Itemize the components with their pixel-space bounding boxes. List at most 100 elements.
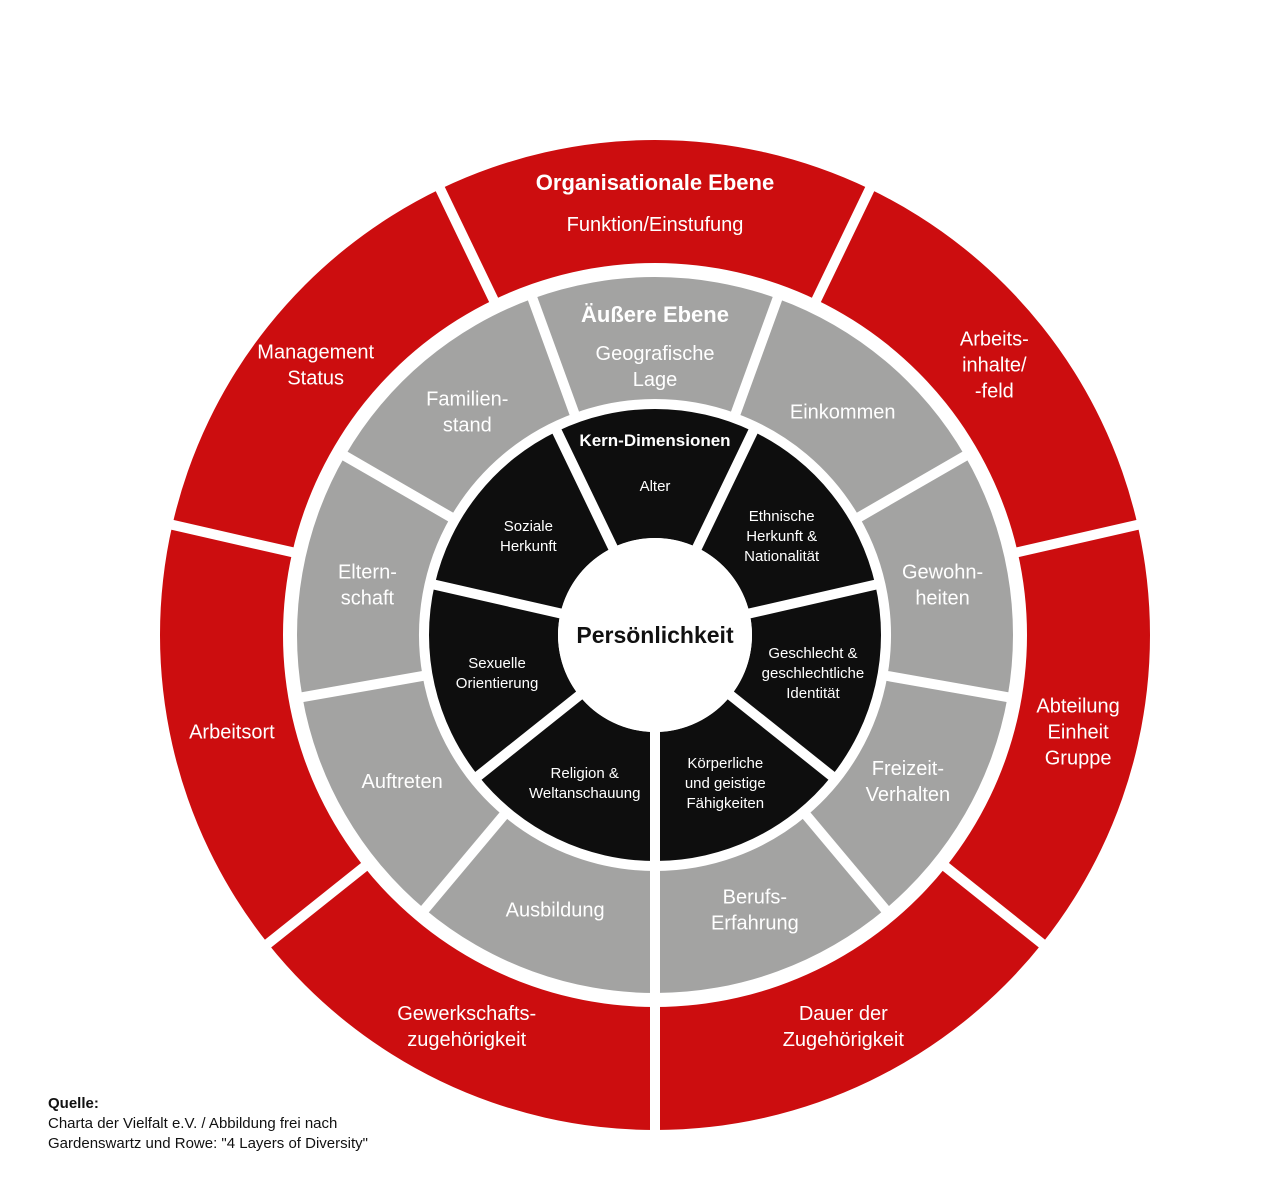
core-label-line: Körperliche bbox=[687, 755, 763, 772]
organisational-label-line: Dauer der bbox=[799, 1003, 888, 1025]
outer-divider bbox=[855, 450, 970, 523]
core-segment bbox=[655, 695, 832, 861]
core-segment bbox=[730, 584, 881, 776]
outer-label-line: heiten bbox=[915, 587, 970, 609]
core-divider bbox=[431, 579, 564, 619]
outer-segment bbox=[297, 456, 451, 698]
core-label-line: Herkunft & bbox=[746, 528, 817, 545]
core-label-line: Geschlecht & bbox=[768, 645, 857, 662]
outer-label-line: Ausbildung bbox=[506, 899, 605, 921]
core-segment bbox=[556, 408, 754, 548]
outer-label: Freizeit- Verhalten bbox=[866, 758, 951, 806]
organisational-label-line: inhalte/ bbox=[962, 354, 1027, 376]
outer-divider bbox=[419, 811, 509, 914]
organisational-divider bbox=[811, 185, 876, 304]
outer-segment bbox=[302, 675, 504, 910]
outer-divider bbox=[884, 670, 1011, 703]
outer-segment bbox=[735, 298, 966, 517]
organisational-label-line: Status bbox=[287, 367, 344, 389]
outer-label: Berufs- Erfahrung bbox=[711, 886, 799, 934]
core-divider bbox=[746, 579, 879, 619]
outer-label: Ausbildung bbox=[506, 899, 605, 921]
organisational-label-line: -feld bbox=[975, 380, 1014, 402]
outer-divider bbox=[730, 295, 783, 417]
core-title: Kern-Dimensionen bbox=[579, 431, 730, 450]
outer-divider bbox=[527, 295, 580, 417]
organisational-divider bbox=[434, 185, 499, 304]
outer-divider bbox=[801, 811, 891, 914]
outer-label-line: Verhalten bbox=[866, 784, 951, 806]
core-label-line: geschlechtliche bbox=[762, 665, 865, 682]
core-label: Alter bbox=[640, 478, 671, 495]
organisational-label: Arbeitsort bbox=[189, 722, 275, 744]
outer-label: Einkommen bbox=[790, 401, 896, 423]
outer-segment bbox=[859, 456, 1013, 698]
organisational-divider bbox=[263, 861, 369, 949]
organisational-divider bbox=[941, 861, 1047, 949]
organisational-label-line: zugehörigkeit bbox=[407, 1029, 526, 1051]
core-label: Religion &Weltanschauung bbox=[529, 765, 640, 802]
outer-label-line: Freizeit- bbox=[872, 758, 944, 780]
organisational-divider bbox=[169, 519, 296, 558]
outer-segment bbox=[655, 815, 886, 993]
outer-label: Auftreten bbox=[362, 771, 443, 793]
organisational-segment bbox=[267, 866, 655, 1130]
source-heading: Quelle: bbox=[48, 1095, 99, 1112]
outer-label-line: Einkommen bbox=[790, 401, 896, 423]
core-label-line: Alter bbox=[640, 478, 671, 495]
organisational-segment bbox=[816, 189, 1138, 553]
organisational-label-line: Arbeits- bbox=[960, 328, 1029, 350]
outer-label-line: Geografische bbox=[596, 343, 715, 365]
core-divider bbox=[551, 427, 619, 552]
organisational-segment bbox=[655, 866, 1043, 1130]
organisational-label-line: Funktion/Einstufung bbox=[567, 214, 744, 236]
outer-label-line: Berufs- bbox=[723, 886, 787, 908]
core-label-line: Fähigkeiten bbox=[687, 795, 765, 812]
core-label-line: Ethnische bbox=[749, 508, 815, 525]
organisational-label-line: Management bbox=[257, 341, 374, 363]
outer-divider bbox=[340, 450, 455, 523]
outer-segment bbox=[424, 815, 655, 993]
organisational-label: Gewerkschafts-zugehörigkeit bbox=[397, 1003, 536, 1051]
core-label-line: Identität bbox=[786, 685, 840, 702]
organisational-label: Arbeits-inhalte/ -feld bbox=[960, 328, 1029, 402]
organisational-label-line: Zugehörigkeit bbox=[783, 1029, 905, 1051]
core-label-line: Orientierung bbox=[456, 675, 539, 692]
outer-label: Familien-stand bbox=[426, 388, 508, 436]
outer-segment bbox=[532, 276, 778, 414]
outer-label-line: Eltern- bbox=[338, 561, 397, 583]
core-label-line: Nationalität bbox=[744, 548, 820, 565]
outer-label-line: Lage bbox=[633, 369, 678, 391]
core-segment bbox=[478, 695, 655, 861]
outer-segment bbox=[344, 298, 575, 517]
core-label-line: Soziale bbox=[504, 518, 553, 535]
organisational-label-line: Gewerkschafts- bbox=[397, 1003, 536, 1025]
source-line-1: Charta der Vielfalt e.V. / Abbildung fre… bbox=[48, 1115, 338, 1132]
organisational-segment bbox=[172, 189, 494, 553]
outer-label-line: stand bbox=[443, 414, 492, 436]
core-divider bbox=[691, 427, 759, 552]
outer-label-line: schaft bbox=[341, 587, 395, 609]
outer-label-line: Familien- bbox=[426, 388, 508, 410]
core-segment bbox=[697, 431, 876, 614]
core-label-line: Weltanschauung bbox=[529, 785, 640, 802]
core-label-line: und geistige bbox=[685, 775, 766, 792]
core-divider bbox=[726, 690, 837, 782]
organisational-segment bbox=[159, 524, 365, 944]
source-line-2: Gardenswartz und Rowe: "4 Layers of Dive… bbox=[48, 1135, 368, 1152]
outer-label: Gewohn-heiten bbox=[902, 561, 983, 609]
core-label-line: Sexuelle bbox=[468, 655, 526, 672]
outer-ring bbox=[297, 276, 1013, 995]
outer-label-line: Auftreten bbox=[362, 771, 443, 793]
outer-label-line: Erfahrung bbox=[711, 912, 799, 934]
